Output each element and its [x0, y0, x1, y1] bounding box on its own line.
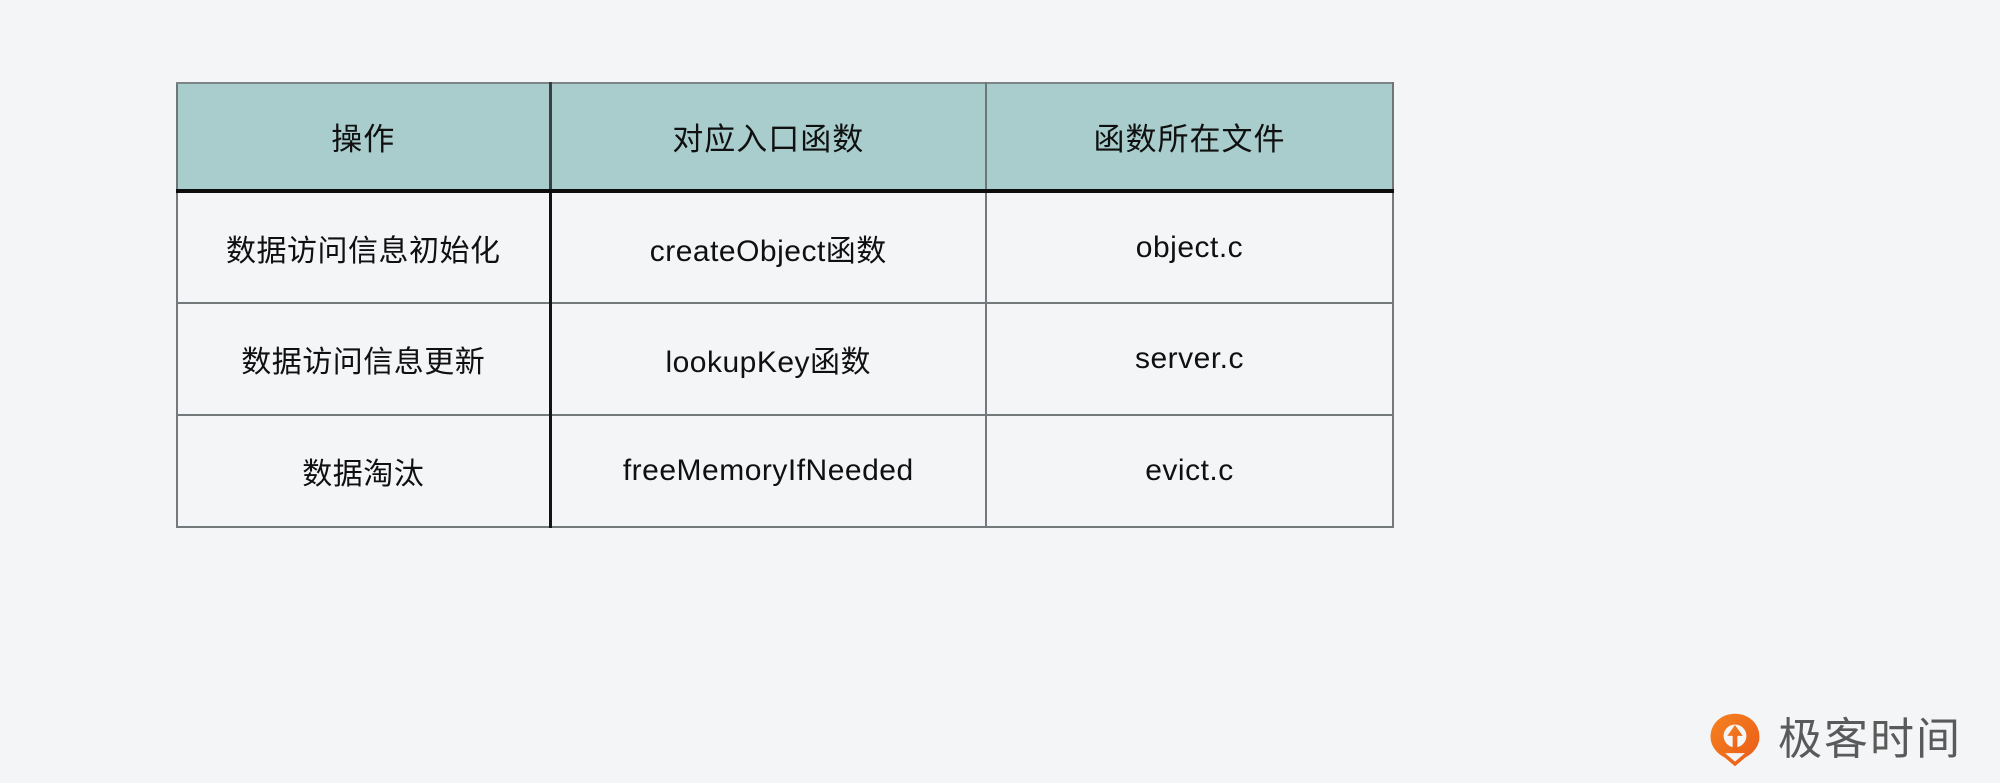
table-row: 数据访问信息更新 lookupKey函数 server.c — [176, 303, 1394, 416]
cell-entry-function: createObject函数 — [550, 191, 987, 304]
cell-entry-function: lookupKey函数 — [550, 303, 987, 416]
table-body: 数据访问信息初始化 createObject函数 object.c 数据访问信息… — [176, 191, 1394, 528]
cell-operation: 数据访问信息初始化 — [176, 191, 552, 304]
column-header-source-file: 函数所在文件 — [986, 82, 1394, 193]
table-header: 操作 对应入口函数 函数所在文件 — [176, 82, 1394, 193]
cell-operation: 数据访问信息更新 — [176, 303, 552, 416]
watermark-brand-text: 极客时间 — [1778, 715, 1962, 764]
table-row: 数据访问信息初始化 createObject函数 object.c — [176, 191, 1394, 304]
column-header-operation: 操作 — [176, 82, 552, 193]
cell-source-file: object.c — [986, 191, 1394, 304]
table-row: 数据淘汰 freeMemoryIfNeeded evict.c — [176, 415, 1394, 528]
cell-source-file: evict.c — [986, 415, 1394, 528]
data-table-container: 操作 对应入口函数 函数所在文件 数据访问信息初始化 createObject函… — [176, 82, 1394, 528]
column-header-entry-function: 对应入口函数 — [550, 82, 987, 193]
cell-source-file: server.c — [986, 303, 1394, 416]
table-header-row: 操作 对应入口函数 函数所在文件 — [176, 82, 1394, 193]
redis-lru-function-table: 操作 对应入口函数 函数所在文件 数据访问信息初始化 createObject函… — [176, 82, 1394, 528]
cell-entry-function: freeMemoryIfNeeded — [550, 415, 987, 528]
cell-operation: 数据淘汰 — [176, 415, 552, 528]
watermark: 极客时间 — [1706, 711, 1962, 769]
geektime-logo-icon — [1710, 713, 1760, 767]
